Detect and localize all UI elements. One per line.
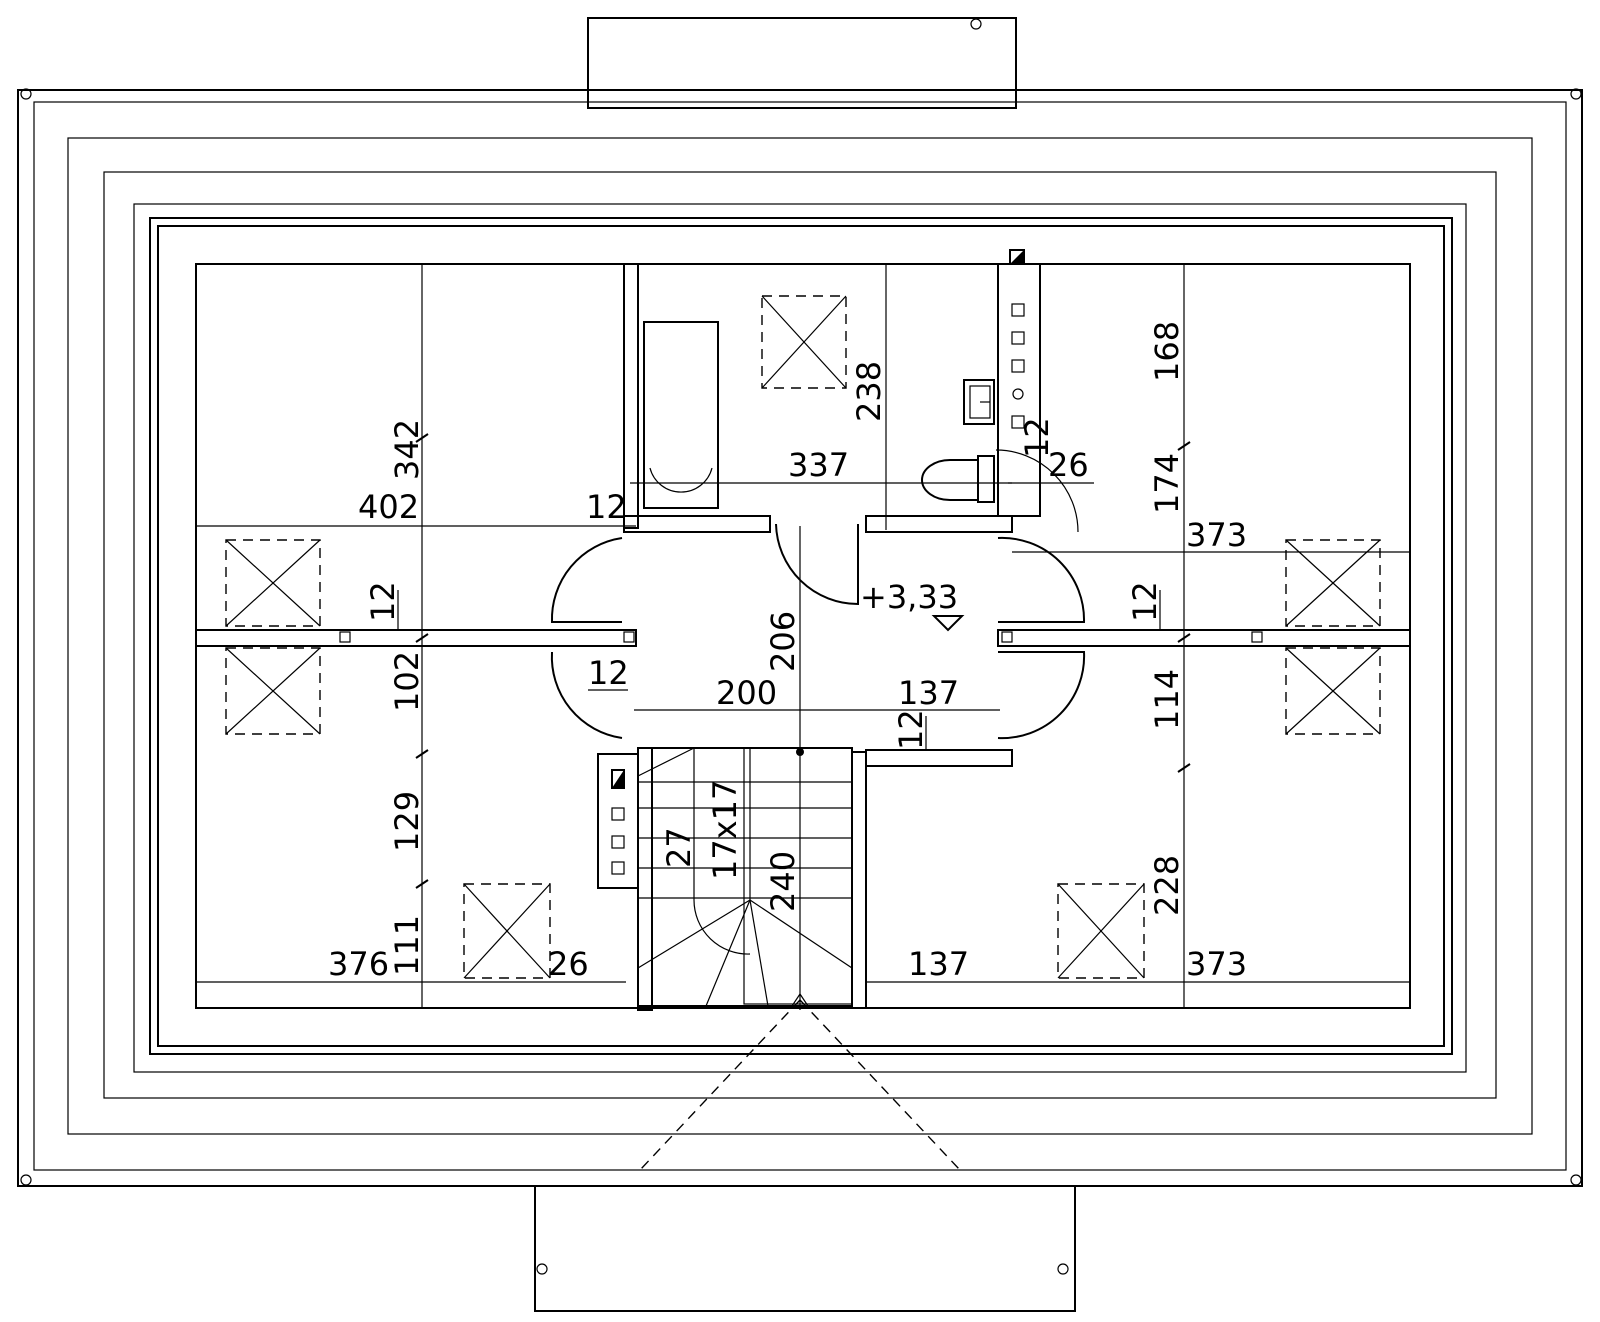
dim-12: 12 [1126, 581, 1164, 622]
dim-102: 102 [388, 651, 426, 712]
dim-174: 174 [1148, 453, 1186, 514]
doors [550, 449, 1086, 740]
skylight-icon [225, 295, 1381, 979]
dim-337: 337 [788, 446, 849, 484]
washbasin-icon [963, 379, 995, 425]
dim-373: 373 [1186, 945, 1247, 983]
dim-12: 12 [588, 654, 629, 692]
dim-137: 137 [898, 674, 959, 712]
dim-376: 376 [328, 945, 389, 983]
dim-129: 129 [388, 791, 426, 852]
dimension-labels: 342 402 12 337 238 12 26 168 174 373 +3,… [328, 321, 1247, 983]
dim-27: 27 [660, 827, 698, 868]
dim-26: 26 [548, 945, 589, 983]
dim-240: 240 [764, 851, 802, 912]
dim-200: 200 [716, 674, 777, 712]
bathtub-icon [643, 321, 719, 509]
dim-12: 12 [586, 488, 627, 526]
chimney-vent-icon [339, 249, 1263, 875]
toilet-icon [921, 455, 995, 503]
roof [17, 17, 1583, 1312]
dim-12: 12 [1018, 417, 1056, 458]
dim-206: 206 [764, 611, 802, 672]
dim-228: 228 [1148, 855, 1186, 916]
dim-17x17: 17x17 [706, 780, 744, 880]
level-marker-icon [931, 615, 965, 632]
dim-12: 12 [892, 709, 930, 750]
dim-238: 238 [850, 361, 888, 422]
dimension-lines [196, 264, 1410, 1008]
level-333: +3,33 [860, 578, 958, 616]
dim-373: 373 [1186, 516, 1247, 554]
dim-168: 168 [1148, 321, 1186, 382]
dim-26: 26 [1048, 446, 1089, 484]
dim-137: 137 [908, 945, 969, 983]
dim-114: 114 [1148, 669, 1186, 730]
stair-icon [637, 747, 961, 1171]
dim-402: 402 [358, 488, 419, 526]
dim-342: 342 [388, 419, 426, 480]
dim-12: 12 [364, 581, 402, 622]
dim-111: 111 [388, 915, 426, 976]
